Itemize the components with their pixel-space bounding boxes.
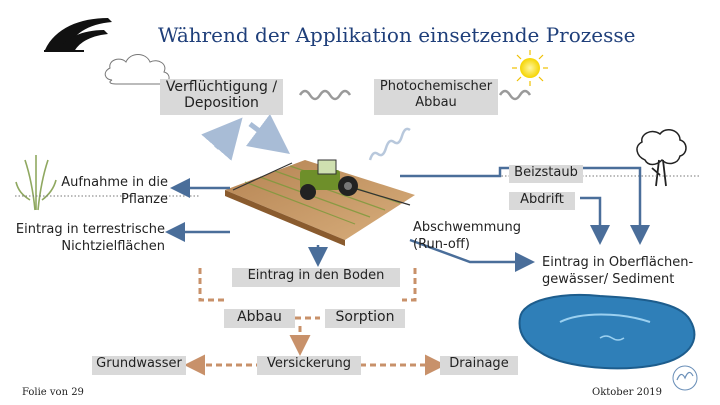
sorption-box: Sorption <box>325 309 405 328</box>
footer-date: Oktober 2019 <box>592 387 663 398</box>
aufnahme-label: Aufnahme in die Pflanze <box>61 175 168 207</box>
cloud-icon <box>104 54 170 85</box>
pond-icon <box>518 294 696 370</box>
arrow-runoff <box>409 238 535 272</box>
arrow-abdrift <box>580 196 610 245</box>
page-title: Während der Applikation einsetzende Proz… <box>158 23 636 47</box>
wave-line-3 <box>368 127 411 161</box>
tractor-icon <box>232 159 411 206</box>
wave-line-2 <box>498 89 532 101</box>
versickerung-box: Versickerung <box>257 356 361 375</box>
dashed-soil-frame-right <box>402 268 417 302</box>
abbau-box: Abbau <box>224 309 295 328</box>
logo-icon <box>44 18 112 52</box>
verfluechtigung-box: Verflüchtigung / Deposition <box>160 79 283 115</box>
abdrift-box: Abdrift <box>509 192 575 210</box>
footer-page-info: Folie von 29 <box>22 387 84 398</box>
wave-line-1 <box>298 89 352 101</box>
photochemischer-box: Photochemischer Abbau <box>374 79 498 115</box>
dashed-soil-frame <box>198 268 225 302</box>
sun-icon <box>512 50 548 86</box>
footer-emblem-icon <box>672 365 698 391</box>
grundwasser-box: Grundwasser <box>92 356 186 375</box>
arrow-beizstaub <box>400 166 650 245</box>
tree-icon <box>636 129 687 187</box>
eintrag-oberflaechen-label: Eintrag in Oberflächen-gewässer/ Sedimen… <box>542 255 694 287</box>
arrow-deposition-up <box>201 117 243 161</box>
beizstaub-box: Beizstaub <box>509 165 583 183</box>
plant-icon <box>15 155 57 211</box>
abschwemmung-label: Abschwemmung (Run-off) <box>413 220 521 252</box>
eintrag-terrestrisch-label: Eintrag in terrestrische Nichtzielfläche… <box>15 222 165 254</box>
arrow-deposition-down <box>246 114 290 154</box>
drainage-box: Drainage <box>440 356 518 375</box>
eintrag-boden-box: Eintrag in den Boden <box>232 268 400 287</box>
